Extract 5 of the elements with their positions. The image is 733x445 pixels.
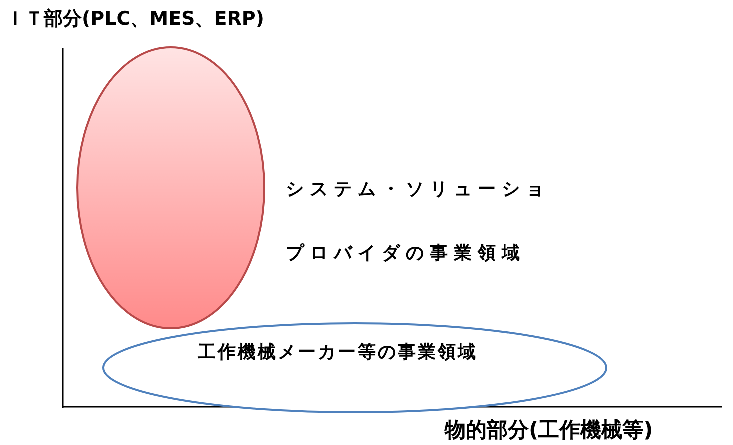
domain-ellipse xyxy=(102,322,608,414)
region-label: システム・ソリューショプロバイダの事業領域 xyxy=(286,178,551,266)
region-label: 工作機械メーカー等の事業領域 xyxy=(198,341,478,364)
axis-title: ＩＴ部分(PLC、MES、ERP) xyxy=(6,7,264,32)
axis-title: 物的部分(工作機械等) xyxy=(445,417,654,444)
